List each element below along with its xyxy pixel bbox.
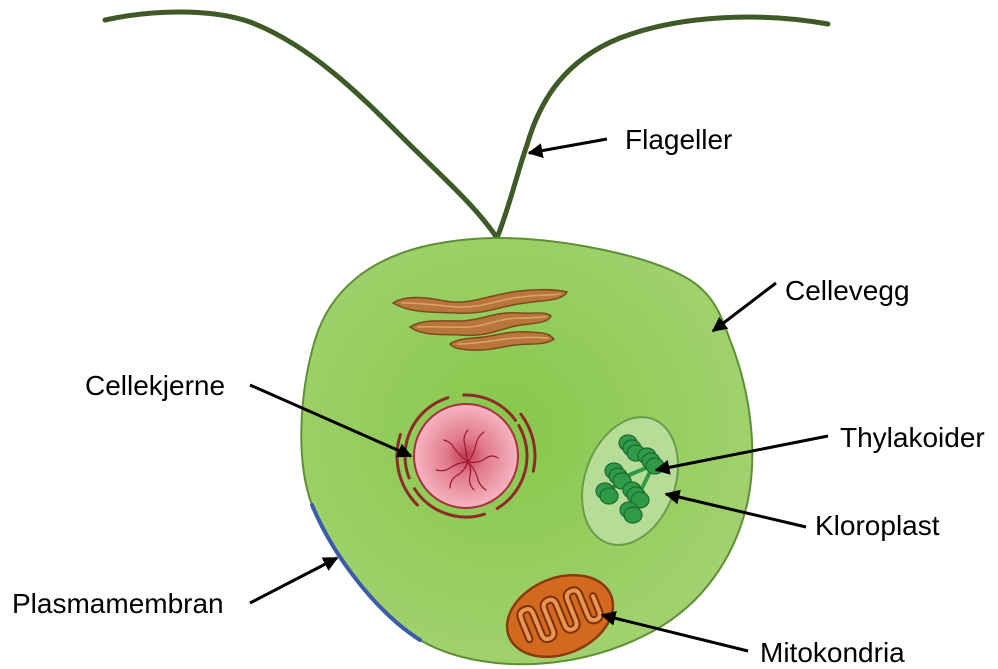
label-plasma-membrane: Plasmamembran: [12, 588, 224, 619]
nucleus-body: [414, 404, 518, 508]
flagellum-left: [105, 12, 497, 238]
thylakoid-disc: [646, 458, 664, 474]
thylakoid-disc: [624, 507, 642, 523]
arrow-plasma-membrane: [250, 558, 337, 603]
label-mitochondria: Mitokondria: [760, 637, 905, 668]
label-nucleus: Cellekjerne: [85, 370, 225, 401]
label-flagella: Flageller: [625, 124, 732, 155]
label-thylakoids: Thylakoider: [840, 422, 985, 453]
thylakoid-disc: [600, 488, 618, 504]
arrow-flagella: [529, 139, 607, 153]
arrow-cell-wall: [713, 283, 776, 331]
label-cell-wall: Cellevegg: [785, 275, 910, 306]
label-chloroplast: Kloroplast: [815, 510, 940, 541]
